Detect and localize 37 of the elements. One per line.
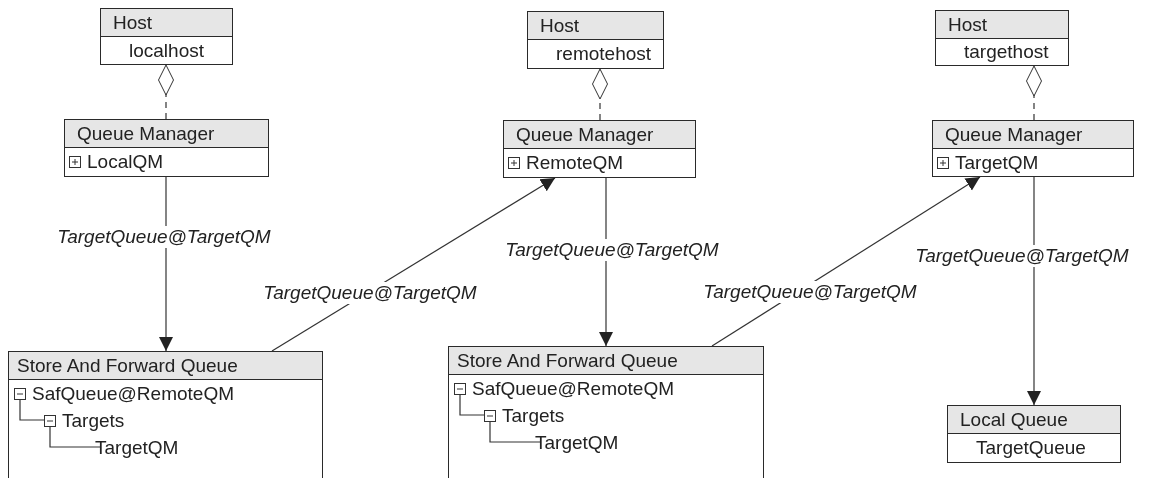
- arrow: [1027, 176, 1041, 406]
- class-box: [100, 8, 233, 65]
- class-name: Queue Manager: [77, 123, 215, 144]
- class-name: Queue Manager: [945, 124, 1083, 145]
- tree-item: SafQueue@RemoteQM: [472, 377, 674, 400]
- class-name: Host: [948, 14, 988, 35]
- class-box: [932, 120, 1134, 177]
- class-box: [64, 119, 269, 177]
- tree-item: TargetQM: [535, 431, 619, 454]
- tree-item: Targets: [62, 409, 125, 432]
- class-name: Host: [113, 12, 153, 33]
- tree-item: TargetQM: [95, 436, 179, 459]
- class-box: [8, 351, 323, 478]
- class-name: Host: [540, 15, 580, 36]
- instance-name: LocalQM: [87, 150, 164, 173]
- class-box: [503, 120, 696, 178]
- aggregation-line: [158, 64, 174, 120]
- instance-name: TargetQM: [955, 151, 1039, 174]
- class-box: [935, 10, 1069, 66]
- class-name: Local Queue: [960, 409, 1068, 430]
- aggregation-line: [1026, 65, 1042, 121]
- tree-item: SafQueue@RemoteQM: [32, 382, 234, 405]
- class-box: [448, 346, 764, 478]
- instance-name: targethost: [964, 41, 1049, 63]
- instance-name: TargetQueue: [976, 436, 1086, 459]
- arrow: [711, 176, 981, 347]
- arrow: [159, 176, 173, 352]
- instance-name: RemoteQM: [526, 151, 624, 174]
- class-name: Queue Manager: [516, 124, 654, 145]
- class-name: Store And Forward Queue: [457, 350, 678, 371]
- class-box: [947, 405, 1121, 463]
- instance-name: localhost: [129, 39, 204, 62]
- class-box: [527, 11, 664, 69]
- class-name: Store And Forward Queue: [17, 355, 238, 376]
- aggregation-line: [592, 68, 608, 121]
- instance-name: remotehost: [556, 42, 652, 65]
- tree-item: Targets: [502, 404, 565, 427]
